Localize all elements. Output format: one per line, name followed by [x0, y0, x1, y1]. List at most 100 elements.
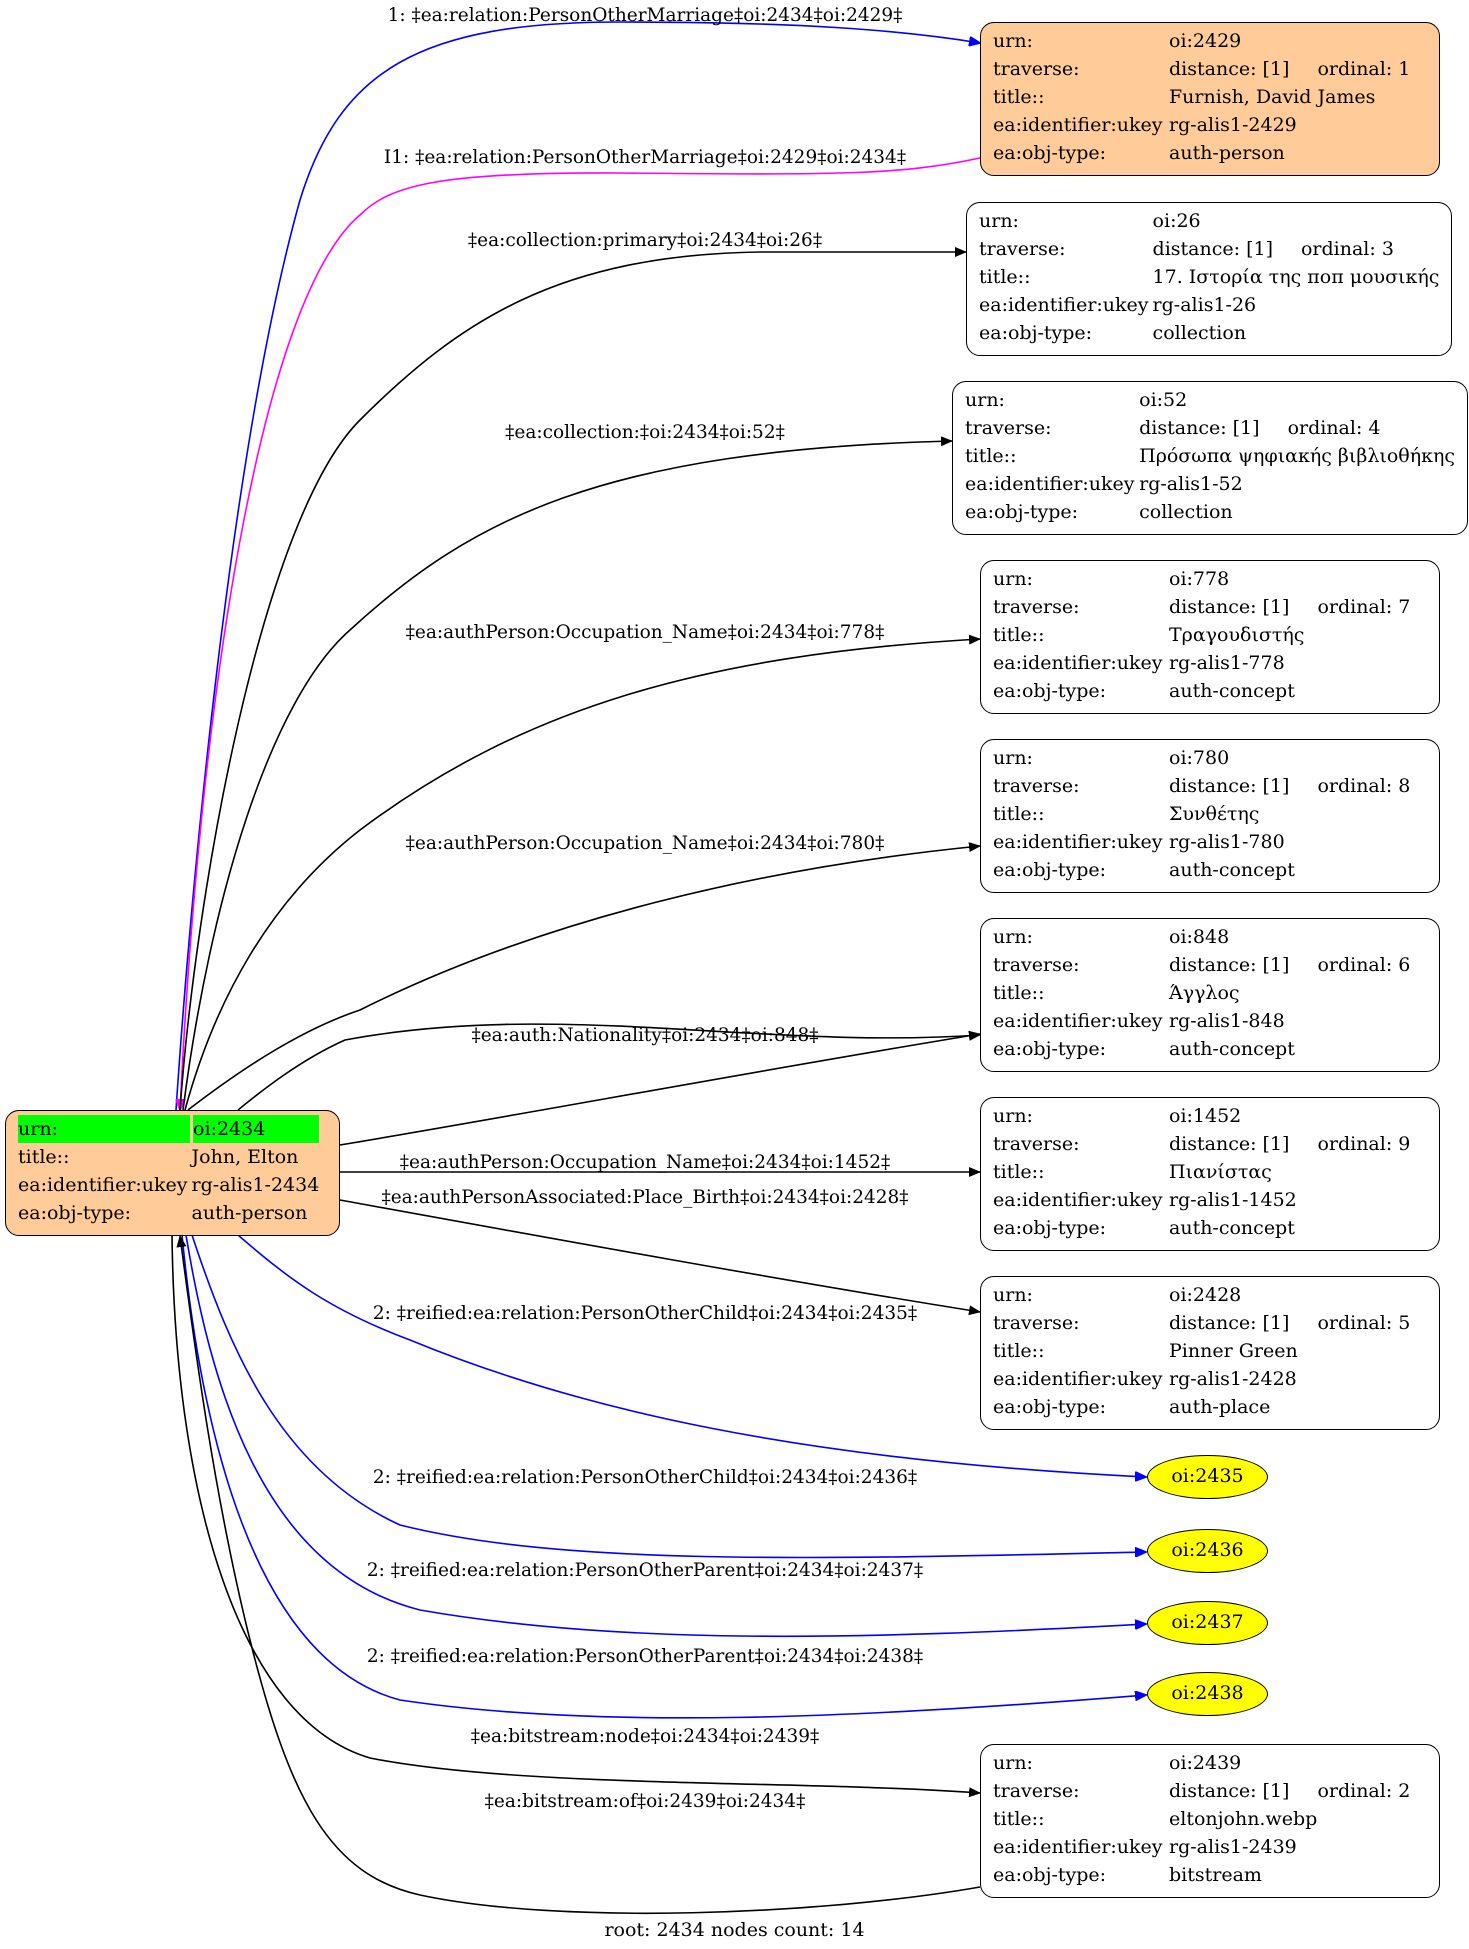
node-key-objtype: ea:obj-type:	[993, 1217, 1107, 1239]
node-value-traverse: distance: [1]ordinal: 8	[1169, 772, 1410, 800]
node-value-title: Τραγουδιστής	[1169, 624, 1305, 646]
node-key-objtype: ea:obj-type:	[993, 1396, 1107, 1418]
root-urn-key: urn:	[18, 1115, 194, 1143]
edge-label-ed9: ‡ea:authPersonAssociated:Place_Birth‡oi:…	[381, 1187, 909, 1208]
edge-place-birth	[339, 1199, 981, 1316]
root-ukey-value: rg-alis1-2434	[191, 1174, 320, 1196]
node-key-title: title::	[993, 1808, 1045, 1830]
edge-collection-primary	[179, 247, 967, 1111]
node-value-ukey: rg-alis1-1452	[1169, 1189, 1297, 1211]
node-row-ukey: ea:identifier:ukey rg-alis1-848	[993, 1007, 1410, 1035]
node-key-urn: urn:	[965, 389, 1005, 411]
edge-label-ed14: ‡ea:bitstream:node‡oi:2434‡oi:2439‡	[470, 1726, 820, 1747]
node-row-objtype: ea:obj-type:auth-place	[993, 1393, 1410, 1421]
node-value-ukey: rg-alis1-848	[1169, 1010, 1285, 1032]
node-row-urn: urn:oi:2428	[993, 1281, 1410, 1309]
node-ordinal: ordinal: 7	[1317, 596, 1411, 618]
node-oi-780[interactable]: urn: oi:780 traverse: distance: [1]ordinal:…	[980, 739, 1440, 893]
node-value-ukey: rg-alis1-780	[1169, 831, 1285, 853]
root-node[interactable]: urn: oi:2434 title:: John, Elton ea:iden…	[5, 1110, 340, 1236]
node-key-title: title::	[979, 266, 1031, 288]
root-row-urn: urn: oi:2434	[18, 1115, 320, 1143]
node-key-traverse: traverse:	[993, 775, 1080, 797]
node-value-title: Άγγλος	[1169, 982, 1240, 1004]
node-key-urn: urn:	[993, 926, 1033, 948]
node-value-traverse: distance: [1]ordinal: 7	[1169, 593, 1410, 621]
node-value-urn: oi:2428	[1169, 1284, 1242, 1306]
node-row-objtype: ea:obj-type:auth-concept	[993, 677, 1410, 705]
edge-label-ed13: 2: ‡reified:ea:relation:PersonOtherParen…	[366, 1646, 924, 1667]
node-ordinal: ordinal: 2	[1317, 1780, 1411, 1802]
node-value-traverse: distance: [1]ordinal: 2	[1169, 1777, 1410, 1805]
node-value-urn: oi:26	[1152, 210, 1201, 232]
node-row-urn: urn:oi:52	[965, 386, 1455, 414]
node-oi-2437[interactable]: oi:2437	[1147, 1601, 1268, 1645]
node-key-ukey: ea:identifier:ukey	[993, 1189, 1163, 1211]
node-row-urn: urn:oi:848	[993, 923, 1410, 951]
node-key-ukey: ea:identifier:ukey	[993, 1368, 1163, 1390]
node-row-objtype: ea:obj-type:auth-person	[993, 139, 1410, 167]
root-urn-value: oi:2434	[191, 1115, 320, 1143]
node-row-urn: urn: oi:780	[993, 744, 1410, 772]
node-row-traverse: traverse: distance: [1]ordinal: 8	[993, 772, 1410, 800]
node-row-traverse: traverse:distance: [1]ordinal: 7	[993, 593, 1410, 621]
edge-label-ed4: ‡ea:collection:‡oi:2434‡oi:52‡	[505, 422, 785, 443]
node-key-urn: urn:	[993, 747, 1033, 769]
node-row-traverse: traverse:distance: [1]ordinal: 6	[993, 951, 1410, 979]
edge-label-ed1: 1: ‡ea:relation:PersonOtherMarriage‡oi:2…	[387, 5, 903, 26]
node-value-title: Πρόσωπα ψηφιακής βιβλιοθήκης	[1139, 445, 1455, 467]
node-value-urn: oi:780	[1169, 747, 1230, 769]
edge-bitstream-of	[176, 1235, 981, 1915]
node-value-traverse: distance: [1]ordinal: 5	[1169, 1309, 1410, 1337]
node-key-title: title::	[993, 1161, 1045, 1183]
node-value-objtype: auth-concept	[1169, 859, 1295, 881]
node-value-traverse: distance: [1]ordinal: 4	[1139, 414, 1455, 442]
node-distance: distance: [1]	[1169, 954, 1290, 976]
edge-occupation-1452	[339, 1030, 981, 1146]
graph-footer: root: 2434 nodes count: 14	[604, 1919, 865, 1941]
node-key-traverse: traverse:	[993, 954, 1080, 976]
node-row-urn: urn:oi:1452	[993, 1102, 1410, 1130]
node-value-objtype: auth-concept	[1169, 680, 1295, 702]
node-value-title: Furnish, David James	[1169, 86, 1376, 108]
node-value-objtype: auth-concept	[1169, 1217, 1295, 1239]
node-oi-2438[interactable]: oi:2438	[1147, 1672, 1268, 1716]
node-ordinal: ordinal: 5	[1317, 1312, 1411, 1334]
edge-label-ed8: ‡ea:authPerson:Occupation_Name‡oi:2434‡o…	[399, 1152, 891, 1173]
root-objtype-value: auth-person	[191, 1202, 308, 1224]
node-oi-2436[interactable]: oi:2436	[1147, 1529, 1268, 1573]
node-key-title: title::	[965, 445, 1017, 467]
node-oi-2435[interactable]: oi:2435	[1147, 1455, 1268, 1499]
node-value-objtype: auth-concept	[1169, 1038, 1295, 1060]
node-value-urn: oi:1452	[1169, 1105, 1242, 1127]
node-value-title: Πιανίστας	[1169, 1161, 1272, 1183]
node-row-title: title::eltonjohn.webp	[993, 1805, 1410, 1833]
node-key-traverse: traverse:	[993, 58, 1080, 80]
node-value-objtype: collection	[1152, 322, 1247, 344]
node-key-objtype: ea:obj-type:	[993, 142, 1107, 164]
edge-nationality	[237, 1023, 981, 1111]
node-row-traverse: traverse:distance: [1]ordinal: 3	[979, 235, 1439, 263]
node-row-title: title::Τραγουδιστής	[993, 621, 1410, 649]
node-value-title: Pinner Green	[1169, 1340, 1298, 1362]
node-row-objtype: ea:obj-type: auth-concept	[993, 1214, 1410, 1242]
node-key-ukey: ea:identifier:ukey	[993, 1010, 1163, 1032]
edge-label-ed2: I1: ‡ea:relation:PersonOtherMarriage‡oi:…	[383, 147, 907, 168]
node-ordinal: ordinal: 3	[1300, 238, 1394, 260]
node-value-title: eltonjohn.webp	[1169, 1808, 1318, 1830]
node-value-urn: oi:2439	[1169, 1752, 1242, 1774]
node-row-title: title::Πρόσωπα ψηφιακής βιβλιοθήκης	[965, 442, 1455, 470]
